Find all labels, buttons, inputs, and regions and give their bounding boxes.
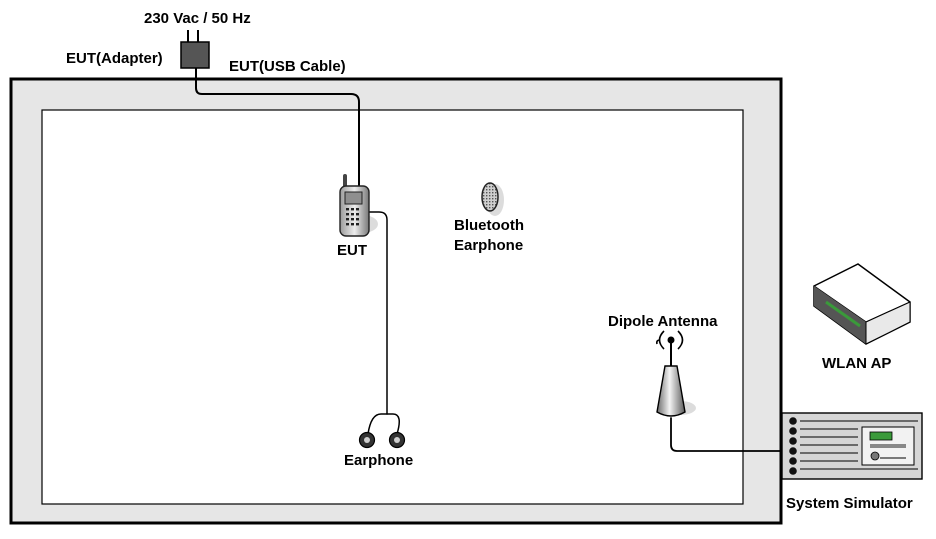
earphone-label: Earphone bbox=[344, 452, 413, 469]
rf-cable bbox=[670, 417, 791, 452]
dipole-antenna-icon bbox=[656, 330, 696, 417]
wired-earphone-icon bbox=[358, 431, 406, 449]
earphone-split bbox=[367, 413, 400, 435]
wlan-access-point-icon bbox=[813, 263, 911, 345]
earphone-cable bbox=[367, 211, 388, 415]
bluetooth-earphone-icon bbox=[481, 182, 504, 216]
bluetooth-label-line2: Earphone bbox=[454, 237, 523, 254]
eut-label: EUT bbox=[337, 242, 367, 259]
mobile-phone-icon bbox=[339, 174, 378, 237]
bluetooth-label-line1: Bluetooth bbox=[454, 217, 524, 234]
system-simulator-icon bbox=[781, 412, 923, 480]
adapter-label: EUT(Adapter) bbox=[66, 50, 163, 67]
usb-cable bbox=[195, 66, 360, 189]
wlan-ap-label: WLAN AP bbox=[822, 355, 891, 372]
cables bbox=[195, 66, 791, 452]
power-adapter-icon bbox=[180, 30, 210, 69]
usb-cable-label: EUT(USB Cable) bbox=[229, 58, 346, 75]
dipole-antenna-label: Dipole Antenna bbox=[608, 313, 718, 330]
system-simulator-label: System Simulator bbox=[786, 495, 913, 512]
power-source-label: 230 Vac / 50 Hz bbox=[144, 10, 251, 27]
